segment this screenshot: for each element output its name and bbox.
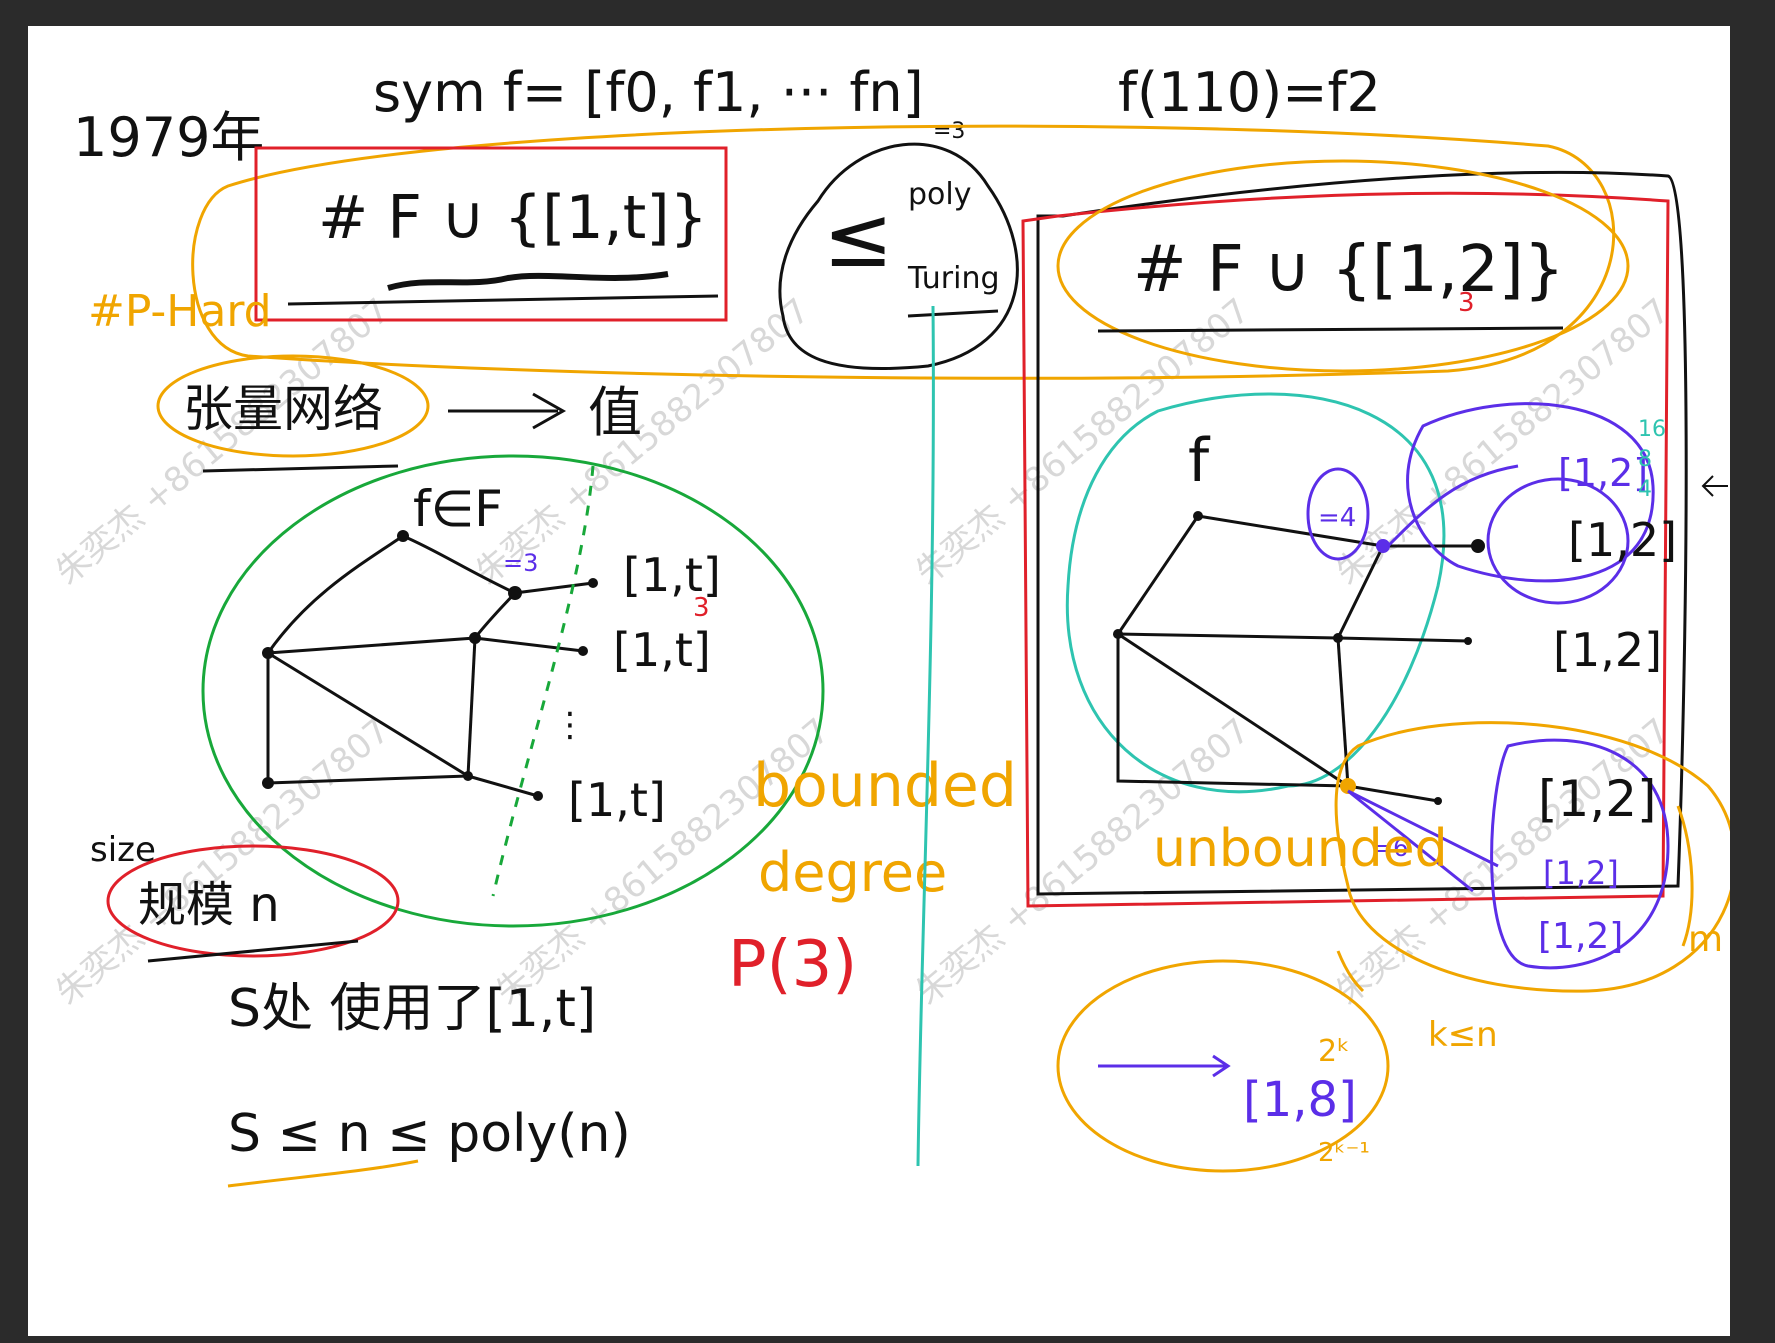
turing-label: Turing: [907, 261, 1000, 296]
deg4-ellipse: [1306, 467, 1370, 561]
divider-line: [916, 305, 935, 1167]
leq-symbol: ≤: [823, 188, 893, 286]
combined-ellipse: [1056, 959, 1390, 1173]
left-end-2: [1,t]: [613, 623, 711, 677]
left-end-1: [1,t]: [623, 548, 721, 602]
left-dots: ⋮: [553, 705, 587, 745]
turing-underline: [907, 309, 999, 318]
upper-end-3: [1,2]: [1553, 623, 1662, 677]
right-formula-ellipse: [1056, 159, 1630, 373]
left-end-3: [1,t]: [568, 773, 666, 827]
combined-end: [1,8]: [1243, 1072, 1357, 1128]
left-formula-box: [254, 146, 728, 322]
lower-brace: [1676, 805, 1694, 947]
implies-stroke: [1336, 950, 1365, 993]
two-to-k: 2ᵏ: [1318, 1034, 1350, 1069]
left-formula-underline: [287, 294, 719, 306]
s-bound-line: S ≤ n ≤ poly(n): [228, 1104, 631, 1164]
count-16: 16: [1638, 417, 1666, 442]
upper-end-1: [1,2]: [1558, 451, 1648, 495]
whiteboard-canvas: 朱奕杰 +8615882307807 朱奕杰 +8615882307807 朱奕…: [28, 26, 1730, 1336]
deg4-label: =4: [1318, 503, 1356, 533]
left-formula: # F ∪ {[1,t]}: [318, 183, 708, 253]
n-equals-3: =3: [933, 119, 965, 144]
left-graph: [266, 534, 594, 798]
cut-line: [491, 465, 595, 897]
right-black-box: [1036, 170, 1688, 896]
upper-end-2: [1,2]: [1568, 513, 1677, 567]
upper-purple-edge: [1386, 464, 1519, 548]
f110-equation: f(110)=f2: [1118, 61, 1381, 124]
reduction-circle: [778, 142, 1019, 370]
network-label-ellipse: [156, 354, 430, 458]
right-red-three: 3: [1458, 288, 1475, 318]
right-red-box: [1021, 191, 1670, 908]
arrow-icon: [448, 392, 567, 430]
value-label: 值: [588, 381, 642, 444]
left-red-three: 3: [693, 593, 710, 623]
right-formula: # F ∪ {[1,2]}: [1133, 233, 1564, 307]
k-leq-n: k≤n: [1428, 1015, 1498, 1055]
left-formula-scribble: [387, 271, 669, 291]
top-orange-ellipse: [191, 124, 1616, 380]
p3-label: P(3): [728, 928, 857, 1002]
purple-node: [1376, 539, 1390, 553]
side-arrow-icon: [1701, 475, 1728, 497]
lower-orange-outline: [1334, 721, 1730, 993]
lower-end-1: [1,2]: [1538, 770, 1657, 828]
f-in-F-label: f∈F: [413, 480, 503, 538]
s-bound-underline: [227, 1159, 419, 1188]
size-ellipse: [106, 844, 400, 958]
s-usage-line: S处 使用了[1,t]: [228, 979, 596, 1039]
left-green-ellipse: [201, 454, 825, 928]
lower-purple-edges: [1347, 789, 1499, 893]
poly-label: poly: [908, 177, 972, 212]
deg6-label: =6: [1373, 834, 1408, 862]
lower-end-3: [1,2]: [1538, 916, 1623, 957]
year-label: 1979年: [73, 106, 264, 169]
p-hard-label: #P-Hard: [88, 286, 272, 337]
teal-region: [1065, 392, 1446, 794]
lower-end-2: [1,2]: [1543, 854, 1619, 892]
combined-arrow-icon: [1098, 1054, 1231, 1078]
upper-inner-ellipse: [1486, 477, 1630, 605]
right-formula-underline: [1097, 326, 1564, 333]
orange-node: [1340, 778, 1356, 794]
network-label-underline: [202, 464, 399, 473]
left-graph-nodes: [262, 530, 598, 801]
count-4: 4: [1638, 477, 1652, 502]
count-8: 8: [1638, 447, 1652, 472]
right-graph-nodes: [1113, 511, 1485, 805]
whiteboard-drawing: 朱奕杰 +8615882307807 朱奕杰 +8615882307807 朱奕…: [48, 61, 1730, 1188]
sym-definition: sym f= [f0, f1, ··· fn]: [373, 61, 924, 124]
unbounded-label: unbounded: [1153, 819, 1448, 879]
two-to-k-minus-one: 2ᵏ⁻¹: [1318, 1138, 1370, 1168]
upper-cluster-outline: [1406, 402, 1655, 583]
right-f-label: f: [1188, 426, 1211, 496]
m-label: m: [1688, 919, 1723, 960]
scale-label: 规模 n: [138, 877, 280, 933]
degree-label: degree: [758, 841, 947, 904]
bounded-label: bounded: [753, 751, 1017, 821]
scale-underline: [147, 939, 359, 963]
degree-3-label: =3: [503, 549, 538, 577]
right-graph: [1116, 514, 1478, 803]
network-label: 张量网络: [183, 380, 383, 438]
